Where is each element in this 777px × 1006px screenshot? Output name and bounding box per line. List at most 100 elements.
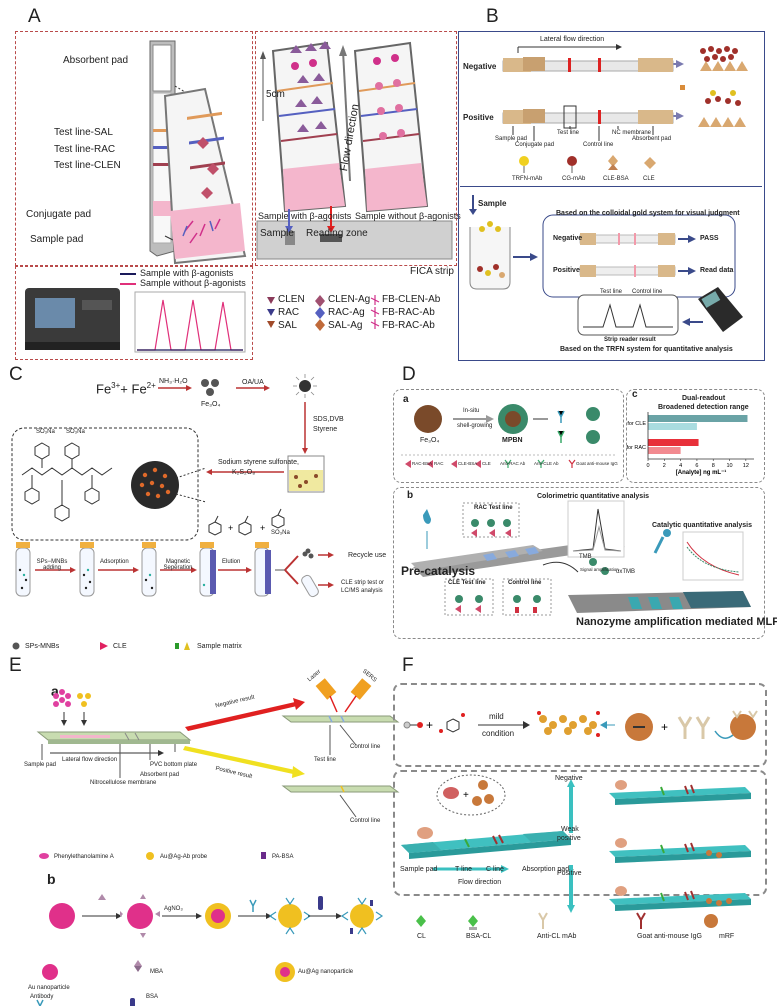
c-legend-matrix: Sample matrix <box>197 643 242 650</box>
c-step-2: Adsorption <box>100 559 129 565</box>
b-reader-result: Strip reader result <box>604 337 656 343</box>
panel-a-reader-box <box>15 266 253 360</box>
c-fe2-sup: 2+ <box>146 381 156 390</box>
d-label-b: b <box>407 490 414 501</box>
d-precat: Pre-catalysis <box>401 564 476 578</box>
b-legend-cle-bsa: CLE-BSA <box>603 176 629 182</box>
category-label-2: for RAC <box>626 445 646 451</box>
b-test-line: Test line <box>600 289 623 295</box>
e-agno3: AgNO₃ <box>164 906 183 912</box>
e-nc: Nitrocellulose membrane <box>90 780 157 786</box>
c-step-3: Magnetic Seperation <box>163 559 193 571</box>
d-legend-rac-bsa: RAC-BSA <box>412 461 433 466</box>
chart-title-1: Dual-readout <box>682 395 726 402</box>
b-colloidal-caption: Based on the colloidal gold system for v… <box>556 210 740 217</box>
c-sds: SDS,DVB <box>313 416 344 423</box>
c-step-4: Elution <box>222 559 241 565</box>
bar-3 <box>648 447 681 454</box>
f-flow: Flow direction <box>458 879 502 886</box>
d-legend-rac: RAC <box>434 461 444 466</box>
f-weak-1: Weak <box>561 826 579 833</box>
f-t-line: T line <box>455 866 472 873</box>
label-test-line-rac: Test line-RAC <box>54 144 116 155</box>
c-legend-spsmnbs: SPs-MNBs <box>25 643 60 650</box>
label-fica-strip: FICA strip <box>410 266 454 277</box>
reader-chart <box>134 291 246 353</box>
f-positive: Positive <box>557 870 582 877</box>
b-legend-cg-mab: CG-mAb <box>562 176 586 182</box>
e-legend-bsa: BSA <box>146 994 159 1000</box>
d-nanozyme: Nanozyme amplification mediated MLFIA <box>576 616 777 628</box>
a-legend-rac: RAC <box>278 307 300 318</box>
f-legend-mrf: mRF <box>719 933 735 940</box>
c-so3na-2: SO₃Na <box>66 429 85 435</box>
f-weak-2: positive <box>557 835 581 842</box>
b-part-conjugate-pad: Conjugate pad <box>515 142 555 148</box>
b-negative: Negative <box>463 62 497 71</box>
label-test-line-clen: Test line-CLEN <box>54 160 121 171</box>
d-shell: shell-growing <box>457 423 493 429</box>
d-legend-anti-cle: Anti-CLE Ab <box>534 461 559 466</box>
d-signal: Signal amplification <box>580 567 619 572</box>
d-synthesis <box>401 404 615 468</box>
label-conjugate-pad: Conjugate pad <box>26 209 92 220</box>
e-legend-mba: MBA <box>150 969 164 975</box>
c-k2s2o8: K₂S₂O₈ <box>232 469 256 476</box>
panel-a-right-box <box>255 31 457 266</box>
d-label-a: a <box>403 394 409 405</box>
a-legend-rac-ag: RAC-Ag <box>328 307 365 318</box>
x-tick-label-8: 8 <box>712 463 715 469</box>
label-test-line-sal: Test line-SAL <box>54 127 113 138</box>
d-mlfia <box>411 500 751 616</box>
label-sample-pad: Sample pad <box>30 234 84 245</box>
d-colorimetric: Colorimetric quantitative analysis <box>537 493 650 500</box>
c-plus-1: + <box>228 523 233 533</box>
f-legend-goat: Goat anti-mouse IgG <box>637 933 702 940</box>
f-legend-bsa-cl: BSA-CL <box>466 933 492 940</box>
b-part-test-line: Test line <box>557 130 580 136</box>
b-lateral-flow: Lateral flow direction <box>540 36 605 43</box>
x-tick-label-2: 2 <box>663 463 666 469</box>
e-legend-au: Au nanoparticle <box>28 985 70 991</box>
a-legend-clen: CLEN <box>278 294 305 305</box>
panel-label-e: E <box>9 655 22 676</box>
f-box-bottom <box>393 770 767 896</box>
panel-c-synthesis: + + <box>11 374 334 650</box>
d-control: Control line <box>508 580 542 586</box>
reader-legend-without: Sample without β-agonists <box>140 278 246 288</box>
e-test-line: Test line <box>314 757 337 763</box>
b-sample: Sample <box>478 199 507 208</box>
panel-label-b: B <box>486 6 499 27</box>
c-sss: Sodium styrene sulfonate, <box>218 459 299 466</box>
b-legend-trfn-mab: TRFN-mAb <box>512 176 543 182</box>
c-oaua: OA/UA <box>242 379 264 386</box>
x-tick-label-4: 4 <box>679 463 682 469</box>
b-trfn-caption: Based on the TRFN system for quantitativ… <box>560 346 733 353</box>
f-condition: condition <box>482 729 515 738</box>
c-fe-equation: Fe3++ Fe2+ <box>96 381 156 396</box>
b-part-control-line: Control line <box>583 142 614 148</box>
e-sample-pad: Sample pad <box>24 762 57 768</box>
d-box-c <box>626 389 765 483</box>
b-positive: Positive <box>463 113 494 122</box>
c-legend-cle: CLE <box>113 643 127 650</box>
bar-1 <box>648 423 697 430</box>
d-fe3o4: Fe₃O₄ <box>420 437 440 444</box>
panel-label-c: C <box>9 364 23 385</box>
d-box-a <box>393 389 624 483</box>
f-c-line: C line <box>486 866 504 873</box>
e-legend-pabsa: PA-BSA <box>272 854 294 860</box>
c-so3na-3: SO₃Na <box>271 530 290 536</box>
strip-reader-device <box>25 288 120 350</box>
b-pass: PASS <box>700 235 719 242</box>
c-fe3-sup: 3+ <box>111 381 121 390</box>
d-catalytic: Catalytic quantitative analysis <box>652 522 752 529</box>
panel-b-box <box>458 31 765 361</box>
panel-b-divider <box>460 186 762 187</box>
f-diagram: + + + <box>401 710 758 930</box>
panel-label-f: F <box>402 655 414 676</box>
b-part-nc-membrane: NC membrane <box>612 130 652 136</box>
a-legend-sal: SAL <box>278 320 297 331</box>
label-sample: Sample <box>260 228 294 239</box>
